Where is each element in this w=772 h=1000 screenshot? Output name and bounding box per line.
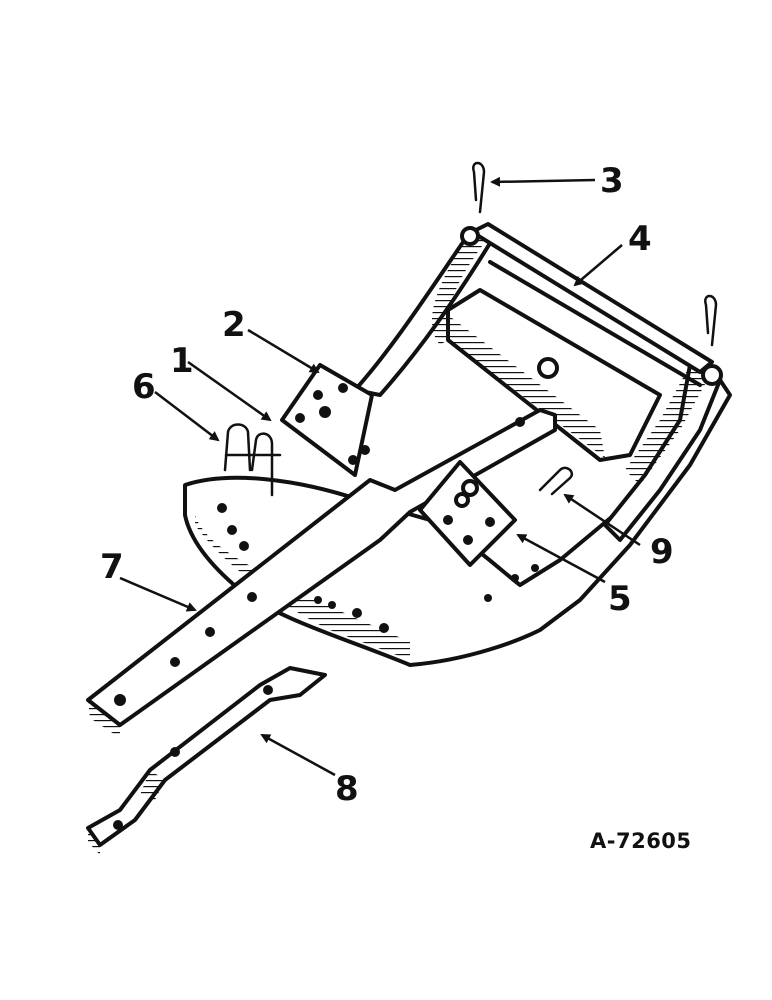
callout-5: 5 — [608, 579, 632, 619]
drawbar-side-hatch — [88, 700, 120, 738]
left-pin-cap — [460, 226, 480, 246]
drawbar-frame — [183, 230, 732, 667]
frame-hole — [314, 596, 322, 604]
clevis-hole — [313, 390, 323, 400]
callout-7: 7 — [100, 547, 124, 587]
cross-bar-lower-edge — [488, 260, 702, 387]
leader-1 — [187, 360, 272, 422]
frame-hole — [531, 564, 539, 572]
callout-6: 6 — [132, 367, 156, 407]
rear-hitch-plate-hatch — [448, 315, 605, 458]
strap-body — [86, 666, 327, 847]
frame-right-arm-hatch — [625, 365, 710, 485]
leader-4 — [573, 244, 623, 287]
swing-plate-bolt — [461, 479, 479, 497]
swing-plate — [418, 460, 517, 567]
drawbar-hole — [170, 657, 180, 667]
strap-hole — [113, 820, 123, 830]
leader-8 — [260, 733, 336, 777]
callout-8: 8 — [335, 769, 359, 809]
swing-plate-hole — [485, 517, 495, 527]
clevis-hole — [348, 455, 358, 465]
hairpin-clip-left — [472, 161, 486, 214]
callout-4: 4 — [628, 219, 652, 259]
cross-bar-rod — [470, 222, 714, 374]
leader-lines — [119, 176, 641, 777]
frame-hole — [511, 574, 519, 582]
clevis-hole — [338, 383, 348, 393]
leader-6 — [154, 391, 220, 442]
hairpin-clip-right — [704, 294, 718, 347]
leader-9 — [563, 493, 641, 547]
frame-arc-hatch — [195, 515, 410, 660]
callout-1: 1 — [170, 341, 194, 381]
frame-hole — [328, 601, 336, 609]
callout-2: 2 — [222, 305, 246, 345]
drawbar-hole — [515, 417, 525, 427]
callout-9: 9 — [650, 532, 674, 572]
leader-3 — [490, 176, 596, 187]
frame-hole — [484, 594, 492, 602]
callout-3: 3 — [600, 161, 624, 201]
clevis-hole — [360, 445, 370, 455]
lock-pin — [538, 466, 574, 496]
clevis-hole — [295, 413, 305, 423]
clevis-hole — [319, 406, 331, 418]
frame-hole — [239, 541, 249, 551]
drawbar-hole — [205, 627, 215, 637]
callout-labels: 1 2 3 4 5 6 7 8 9 — [100, 161, 674, 809]
strap-hole — [263, 685, 273, 695]
frame-left-arm-hatch — [431, 232, 488, 345]
leader-5 — [516, 533, 606, 584]
figure-id: A-72605 — [590, 829, 692, 853]
right-pin-cap — [701, 364, 723, 386]
frame-hole — [352, 608, 362, 618]
offset-strap — [86, 666, 327, 855]
cross-bar-assembly — [446, 222, 723, 462]
drawbar-hole — [247, 592, 257, 602]
drawbar-hole — [114, 694, 126, 706]
clevis-plate — [280, 363, 374, 477]
swing-plate-hole — [443, 515, 453, 525]
rear-plate-hole — [537, 357, 559, 379]
swing-plate-body — [418, 460, 517, 567]
frame-hole — [227, 525, 237, 535]
frame-hole — [217, 503, 227, 513]
clevis-bracket-upper — [280, 363, 374, 477]
swing-plate-hole — [463, 535, 473, 545]
leader-2 — [247, 328, 320, 374]
u-bolt — [223, 423, 282, 497]
strap-hole — [170, 747, 180, 757]
strap-hatch — [88, 770, 165, 855]
leader-7 — [119, 576, 197, 612]
swing-plate-bolt — [454, 492, 470, 508]
frame-hole — [379, 623, 389, 633]
